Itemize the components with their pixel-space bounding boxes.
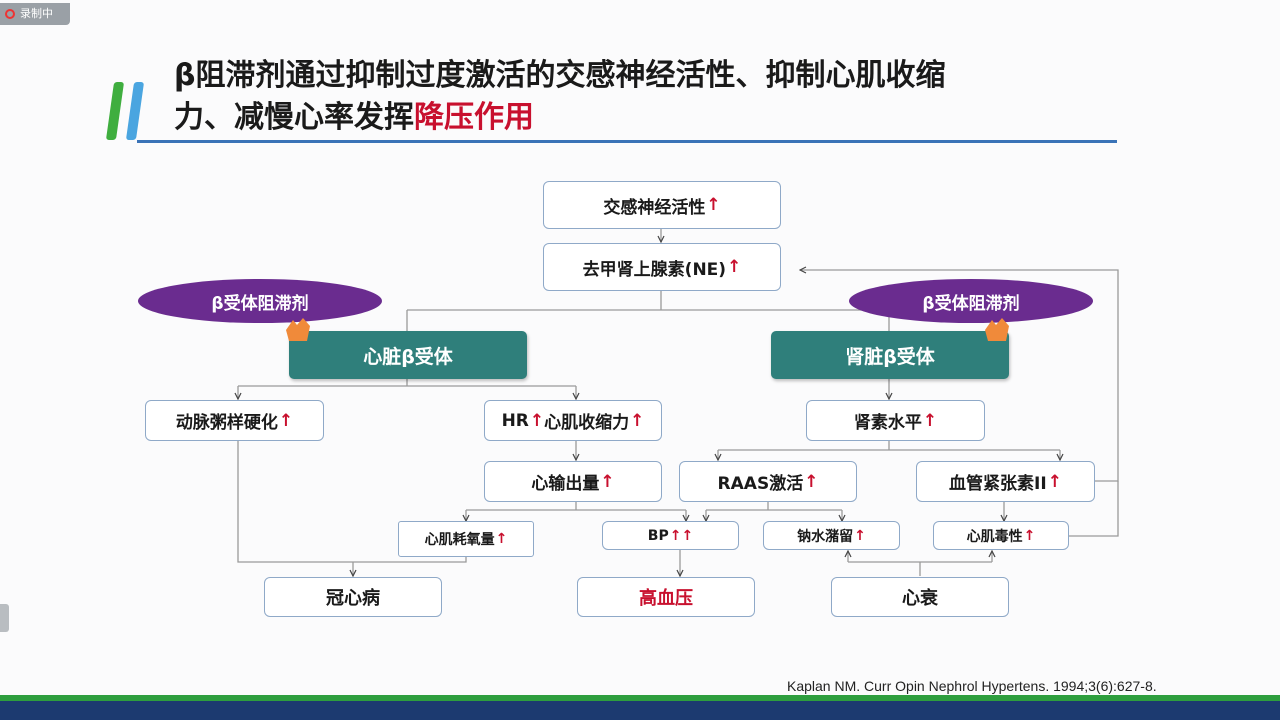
node-angiotensin-ii: 血管紧张素II↑: [916, 461, 1095, 502]
node-heart-failure-label: 心衰: [902, 588, 938, 609]
title-line-2: 力、减慢心率发挥降压作用: [174, 97, 1174, 139]
up-arrow-icon: ↑: [706, 195, 721, 215]
node-renin-label: 肾素水平: [853, 413, 922, 433]
node-sympathetic-label: 交感神经活性: [603, 197, 706, 218]
recording-indicator[interactable]: 录制中: [0, 3, 70, 25]
up-arrow-icon: ↑: [600, 471, 615, 492]
node-norepinephrine: 去甲肾上腺素(NE)↑: [543, 243, 781, 291]
side-panel-handle[interactable]: [0, 604, 9, 632]
title-highlight: 降压作用: [414, 100, 534, 135]
node-myocardial-toxicity: 心肌毒性↑: [933, 521, 1069, 550]
node-hypertension: 高血压: [577, 577, 755, 617]
node-sodium-label: 钠水潴留: [797, 528, 854, 545]
title-underline: [137, 140, 1117, 143]
node-renin-level: 肾素水平↑: [806, 400, 985, 441]
node-renal-receptor-label: 肾脏β受体: [845, 345, 935, 368]
node-oxygen-label: 心肌耗氧量: [424, 532, 495, 548]
node-angiotensin-label: 血管紧张素II: [949, 474, 1047, 494]
node-renal-beta-receptor: 肾脏β受体: [771, 331, 1009, 379]
blocker-right-label: β受体阻滞剂: [922, 293, 1020, 314]
node-hypertension-label: 高血压: [639, 588, 693, 609]
feedback-toxicity: [1069, 481, 1119, 537]
title-line-1: β阻滞剂通过抑制过度激活的交感神经活性、抑制心肌收缩: [174, 58, 946, 93]
block-arrow-right-icon: [985, 318, 1009, 341]
up-arrow-icon: ↑: [630, 410, 645, 431]
blocker-right: β受体阻滞剂: [849, 279, 1093, 323]
node-coronary-heart-disease: 冠心病: [264, 577, 442, 617]
record-icon: [5, 9, 15, 19]
node-raas-activation: RAAS激活↑: [679, 461, 857, 502]
up-arrow-icon: ↑: [922, 410, 938, 431]
block-arrow-left-icon: [286, 318, 310, 341]
blocker-left: β受体阻滞剂: [138, 279, 382, 323]
citation: Kaplan NM. Curr Opin Nephrol Hypertens. …: [787, 678, 1157, 694]
up-arrow-icon: ↑: [804, 471, 819, 492]
node-contractility-label: 心肌收缩力: [544, 413, 630, 433]
node-toxicity-label: 心肌毒性: [966, 528, 1023, 545]
blocker-left-label: β受体阻滞剂: [211, 293, 309, 314]
recording-label: 录制中: [20, 7, 53, 20]
footer-green-bar: [0, 695, 1280, 701]
footer-navy-bar: [0, 701, 1280, 720]
node-chd-label: 冠心病: [326, 588, 380, 609]
node-cardiac-output-label: 心输出量: [531, 474, 600, 494]
slide-title: β阻滞剂通过抑制过度激活的交感神经活性、抑制心肌收缩 力、减慢心率发挥降压作用: [174, 55, 1174, 139]
node-bp-label: BP: [647, 527, 669, 544]
up-arrow-icon: ↑: [854, 527, 866, 544]
node-myocardial-oxygen: 心肌耗氧量↑: [398, 521, 534, 557]
node-sympathetic-activity: 交感神经活性↑: [543, 181, 781, 229]
node-cardiac-receptor-label: 心脏β受体: [363, 345, 453, 368]
node-hr-contractility: HR↑心肌收缩力↑: [484, 400, 662, 441]
node-sodium-retention: 钠水潴留↑: [763, 521, 900, 550]
node-atherosclerosis-label: 动脉粥样硬化: [175, 413, 278, 433]
line-to-chd: [237, 441, 467, 563]
node-atherosclerosis: 动脉粥样硬化↑: [145, 400, 324, 441]
node-bp: BP↑↑: [602, 521, 739, 550]
node-hr-label: HR: [501, 410, 529, 431]
up-arrow-icon: ↑: [495, 531, 508, 547]
node-raas-label: RAAS激活: [717, 474, 804, 494]
up-arrow-icon: ↑: [278, 410, 294, 431]
feedback-angiotensin-to-ne: [800, 270, 1119, 482]
up-arrow-icon: ↑: [1047, 471, 1062, 492]
node-cardiac-output: 心输出量↑: [484, 461, 662, 502]
node-ne-label: 去甲肾上腺素(NE): [582, 259, 727, 280]
up-arrow-icon: ↑: [1023, 527, 1036, 544]
up-arrow-icon: ↑: [529, 410, 545, 431]
up-arrow-icon: ↑: [727, 257, 742, 277]
double-up-arrow-icon: ↑↑: [669, 527, 694, 544]
node-cardiac-beta-receptor: 心脏β受体: [289, 331, 527, 379]
title-line-2-text: 力、减慢心率发挥: [174, 100, 414, 135]
node-heart-failure: 心衰: [831, 577, 1009, 617]
